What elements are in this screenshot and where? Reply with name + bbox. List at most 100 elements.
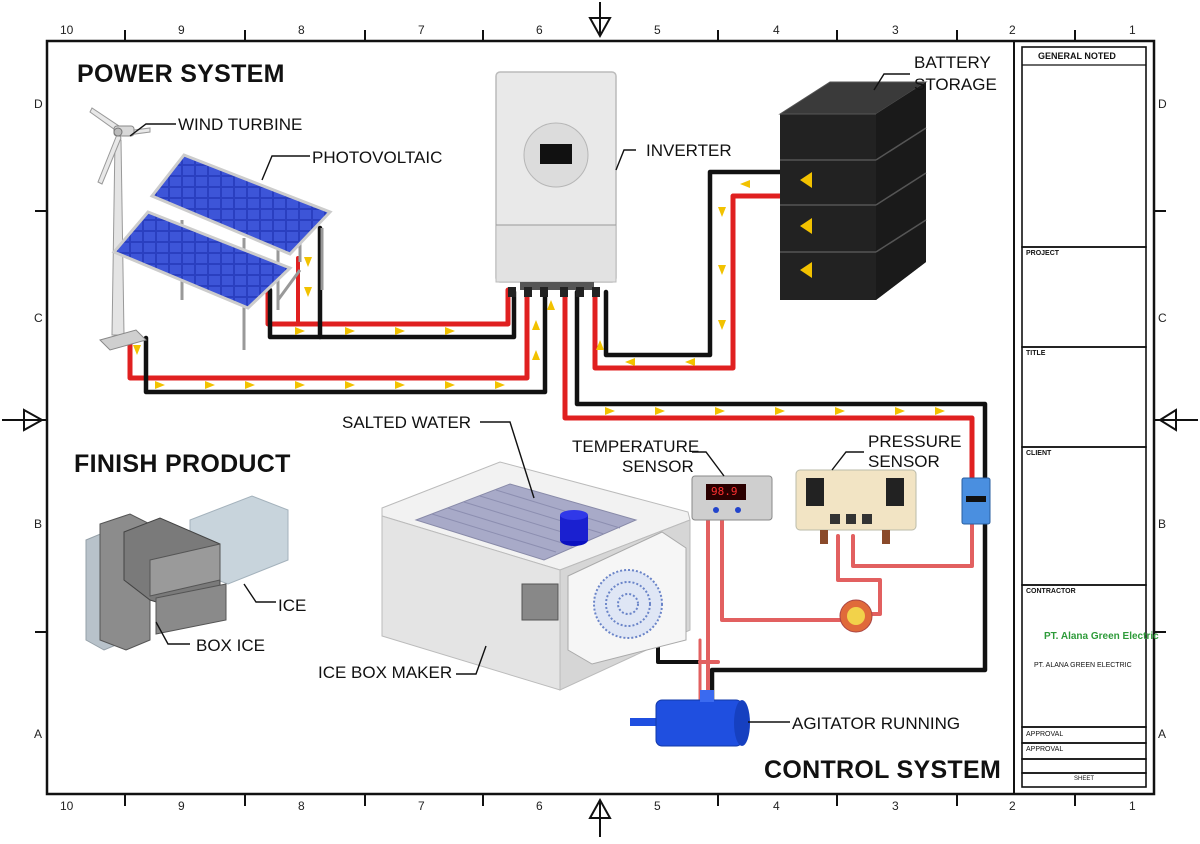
flow-arrow — [295, 381, 305, 389]
temperature-display: 98.9 — [711, 485, 738, 498]
flow-arrow — [532, 320, 540, 330]
flow-arrow — [495, 381, 505, 389]
pump — [839, 599, 873, 633]
wiring — [127, 169, 988, 703]
grid-column-label: 10 — [60, 799, 74, 813]
photovoltaic-label: PHOTOVOLTAIC — [312, 148, 443, 167]
grid-column-label: 1 — [1129, 23, 1136, 37]
temperature-label-line1: TEMPERATURE — [572, 437, 700, 456]
grid-row-label: B — [1158, 517, 1167, 531]
power-system-title: POWER SYSTEM — [77, 60, 285, 88]
flow-arrow — [133, 345, 141, 355]
salted-water-label: SALTED WATER — [342, 413, 472, 432]
flow-arrow — [715, 407, 725, 415]
grid-column-label: 2 — [1009, 23, 1016, 37]
grid-column-label: 6 — [536, 799, 543, 813]
pressure-label-line2: SENSOR — [868, 452, 940, 471]
company-name: PT. ALANA GREEN ELECTRIC — [1034, 662, 1132, 669]
battery-positive-wire — [592, 193, 799, 371]
grid-column-label: 8 — [298, 799, 305, 813]
wind-turbine-label: WIND TURBINE — [178, 115, 303, 134]
project-label: PROJECT — [1026, 250, 1060, 257]
pressure-feed-wire — [851, 518, 974, 568]
grid-column-label: 7 — [418, 799, 425, 813]
flow-arrow — [655, 407, 665, 415]
flow-arrow — [345, 381, 355, 389]
agitator-motor — [630, 690, 750, 747]
flow-arrow — [718, 320, 726, 330]
grid-row-label: D — [1158, 97, 1167, 111]
agitator-running-label: AGITATOR RUNNING — [792, 714, 961, 733]
pv-negative-wire — [267, 287, 517, 340]
control-system-title: CONTROL SYSTEM — [764, 756, 1002, 784]
inverter — [495, 71, 617, 297]
grid-column-label: 9 — [178, 23, 185, 37]
general-noted-label: GENERAL NOTED — [1038, 51, 1116, 61]
contractor-label: CONTRACTOR — [1026, 588, 1076, 595]
circuit-breaker — [961, 477, 991, 525]
flow-arrow — [445, 381, 455, 389]
grid-column-label: 8 — [298, 23, 305, 37]
battery-negative-wire — [603, 169, 799, 358]
grid-ticks — [35, 30, 1166, 806]
ice-box-maker — [381, 461, 691, 691]
control-positive-wire — [562, 289, 975, 483]
flow-arrow — [295, 327, 305, 335]
photovoltaic-panels — [111, 153, 333, 350]
grid-column-label: 2 — [1009, 799, 1016, 813]
flow-arrows — [133, 180, 945, 415]
flow-arrow — [547, 300, 555, 310]
temperature-label-line2: SENSOR — [622, 457, 694, 476]
ice-box-maker-label: ICE BOX MAKER — [318, 663, 453, 682]
ice-blocks — [85, 495, 289, 651]
flow-arrow — [532, 350, 540, 360]
control-negative-wire — [574, 289, 988, 703]
grid-row-label: C — [1158, 311, 1167, 325]
battery-storage — [778, 81, 928, 300]
flow-arrow — [445, 327, 455, 335]
grid-column-label: 3 — [892, 799, 899, 813]
flow-arrow — [395, 381, 405, 389]
flow-arrow — [205, 381, 215, 389]
pressure-sensor — [795, 469, 917, 544]
sheet-label: SHEET — [1074, 776, 1095, 782]
flow-arrow — [740, 180, 750, 188]
client-label: CLIENT — [1026, 450, 1052, 457]
flow-arrow — [625, 358, 635, 366]
flow-arrow — [596, 340, 604, 350]
grid-column-label: 6 — [536, 23, 543, 37]
battery-label-line2: STORAGE — [914, 75, 997, 94]
grid-column-label: 4 — [773, 799, 780, 813]
grid-row-label: D — [34, 97, 43, 111]
flow-arrow — [245, 381, 255, 389]
flow-arrow — [395, 327, 405, 335]
pv-positive-wire — [265, 277, 511, 327]
flow-arrow — [685, 358, 695, 366]
ice-label: ICE — [278, 596, 307, 615]
flow-arrow — [835, 407, 845, 415]
grid-column-label: 7 — [418, 23, 425, 37]
temperature-sensor — [691, 475, 773, 521]
flow-arrow — [605, 407, 615, 415]
grid-column-label: 1 — [1129, 799, 1136, 813]
grid-row-label: B — [34, 517, 43, 531]
grid-row-label: A — [1158, 727, 1167, 741]
approval-label-1: APPROVAL — [1026, 731, 1064, 738]
flow-arrow — [345, 327, 355, 335]
flow-arrow — [718, 265, 726, 275]
leader-lines — [129, 73, 910, 723]
grid-column-label: 5 — [654, 23, 661, 37]
flow-arrow — [718, 207, 726, 217]
box-ice-label: BOX ICE — [196, 636, 265, 655]
grid-row-label: A — [34, 727, 43, 741]
grid-column-label: 10 — [60, 23, 74, 37]
flow-arrow — [304, 257, 312, 267]
wind-negative-wire — [143, 289, 548, 395]
temp-sensor-wire — [720, 518, 842, 622]
flow-arrow — [775, 407, 785, 415]
grid-column-label: 4 — [773, 23, 780, 37]
pressure-label-line1: PRESSURE — [868, 432, 962, 451]
